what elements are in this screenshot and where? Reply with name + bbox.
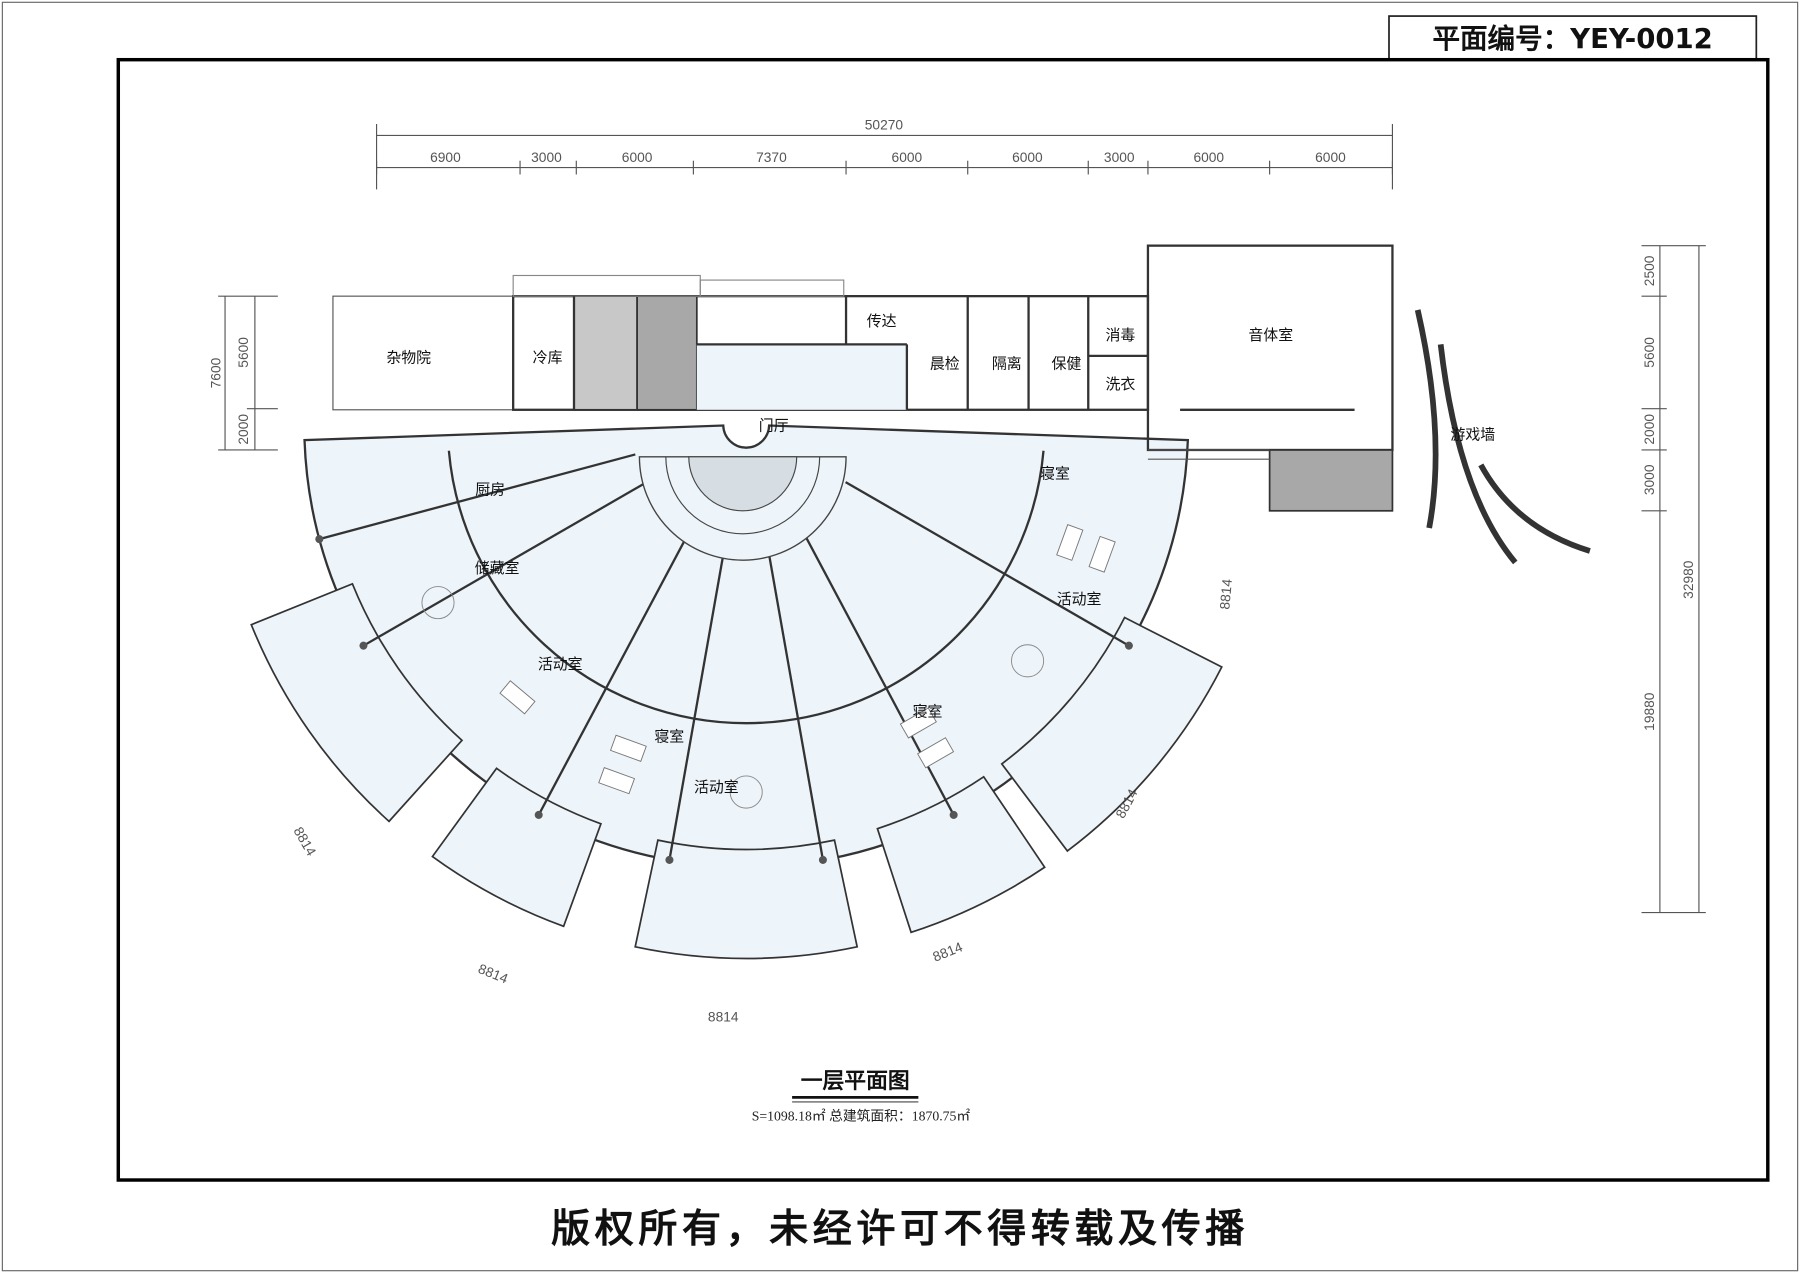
copyright-notice: 版权所有，未经许可不得转载及传播 xyxy=(551,1207,1249,1252)
stair-core xyxy=(1268,449,1394,512)
dimension-label: 6000 xyxy=(1012,150,1043,165)
dimension-label: 3000 xyxy=(531,150,562,165)
area-note: S=1098.18㎡ 总建筑面积：1870.75㎡ xyxy=(752,1108,971,1123)
radial-wall xyxy=(668,537,728,861)
dimension-label: 8814 xyxy=(1217,578,1235,610)
classroom-bay xyxy=(876,775,1046,934)
room-label-kitchen: 厨房 xyxy=(475,481,505,499)
bed xyxy=(598,767,636,795)
column xyxy=(818,855,827,864)
bed xyxy=(609,734,647,762)
room-label-isolation: 隔离 xyxy=(992,354,1022,372)
radial-wall xyxy=(537,525,694,816)
room-label-activity: 活动室 xyxy=(1057,590,1102,608)
bed xyxy=(499,680,536,715)
north-block xyxy=(332,244,1394,512)
dimension-total: 7600 xyxy=(208,357,223,388)
dimension-label: 6000 xyxy=(892,150,923,165)
dimension-label: 19880 xyxy=(1642,692,1657,731)
bed xyxy=(917,737,955,769)
radial-wall xyxy=(845,481,1130,647)
yard-outline xyxy=(332,295,514,411)
room-label-bedroom: 寝室 xyxy=(1040,465,1070,483)
dimension-total: 50270 xyxy=(865,118,904,133)
stair-core xyxy=(636,295,698,411)
drawing-title: 一层平面图 xyxy=(801,1069,910,1094)
dimension-total: 32980 xyxy=(1681,560,1696,599)
radial-wall xyxy=(764,537,825,861)
room-label-yard: 杂物院 xyxy=(386,349,431,367)
left-dimension-chain: 7600 5600 2000 xyxy=(208,295,278,451)
dimension-label: 6900 xyxy=(430,150,461,165)
room-label-music-hall: 音体室 xyxy=(1248,326,1293,344)
dimension-label: 5600 xyxy=(236,337,251,368)
room-label-storage: 储藏室 xyxy=(475,559,520,577)
dimension-label: 3000 xyxy=(1642,464,1657,495)
column xyxy=(1124,641,1133,650)
toilet-block xyxy=(573,295,638,411)
column xyxy=(315,535,324,544)
room-label-activity: 活动室 xyxy=(694,778,739,796)
dimension-label: 2500 xyxy=(1642,255,1657,286)
fan-shaped-wing xyxy=(250,424,1223,960)
classroom-bay xyxy=(431,767,603,928)
radial-wall xyxy=(362,481,648,647)
room-label-morning-check: 晨检 xyxy=(930,354,960,372)
classroom-bay xyxy=(634,839,859,960)
plan-number: 平面编号：YEY-0012 xyxy=(1432,23,1712,55)
dimension-label: 7370 xyxy=(756,150,787,165)
table-group xyxy=(729,775,763,809)
room-label-play-wall: 游戏墙 xyxy=(1450,426,1495,444)
room-label-health: 保健 xyxy=(1052,354,1082,372)
dimension-label: 5600 xyxy=(1642,337,1657,368)
room-label-lobby: 门厅 xyxy=(759,416,789,434)
room-label-laundry: 洗衣 xyxy=(1105,375,1135,393)
room-label-disinfection: 消毒 xyxy=(1105,326,1135,344)
dimension-label: 8814 xyxy=(708,1010,739,1025)
dimension-label: 2000 xyxy=(236,414,251,445)
dimension-label: 8814 xyxy=(291,824,319,858)
dimension-label: 3000 xyxy=(1104,150,1135,165)
room-label-bedroom: 寝室 xyxy=(913,702,943,720)
table-group xyxy=(1011,644,1045,678)
column xyxy=(949,810,958,819)
room-label-bedroom: 寝室 xyxy=(654,728,684,746)
column xyxy=(534,810,543,819)
play-walls xyxy=(1414,309,1591,565)
table-group xyxy=(421,586,455,620)
dimension-label: 2000 xyxy=(1642,414,1657,445)
right-dimension-chain: 2500 5600 2000 3000 19880 32980 xyxy=(1641,245,1706,914)
dimension-label: 6000 xyxy=(622,150,653,165)
bed xyxy=(1056,524,1084,561)
corridor-wall xyxy=(447,450,1045,725)
bed xyxy=(1088,535,1116,573)
dimension-label: 6000 xyxy=(1193,150,1224,165)
radial-wall xyxy=(319,453,636,541)
dimension-label: 6000 xyxy=(1315,150,1346,165)
top-dimension-chain: 50270 6900 3000 6000 7370 6000 6000 3000… xyxy=(375,118,1394,190)
furniture xyxy=(421,524,1116,809)
drawing-frame xyxy=(116,57,1770,1182)
column xyxy=(359,641,368,650)
bed xyxy=(899,707,937,739)
dimension-label: 8814 xyxy=(476,961,510,987)
music-hall-outline xyxy=(1146,244,1394,452)
classroom-bay xyxy=(250,582,464,823)
amphitheater xyxy=(638,456,847,561)
room-labels: 杂物院 冷库 传达 晨检 隔离 保健 消毒 洗衣 音体室 门厅 厨房 储藏室 活… xyxy=(386,312,1495,796)
classroom-bay xyxy=(1000,616,1223,853)
room-label-reception: 传达 xyxy=(867,312,897,330)
dimension-label: 8814 xyxy=(931,939,965,965)
column xyxy=(665,855,674,864)
room-label-activity: 活动室 xyxy=(538,655,583,673)
room-label-cold-storage: 冷库 xyxy=(533,349,563,367)
